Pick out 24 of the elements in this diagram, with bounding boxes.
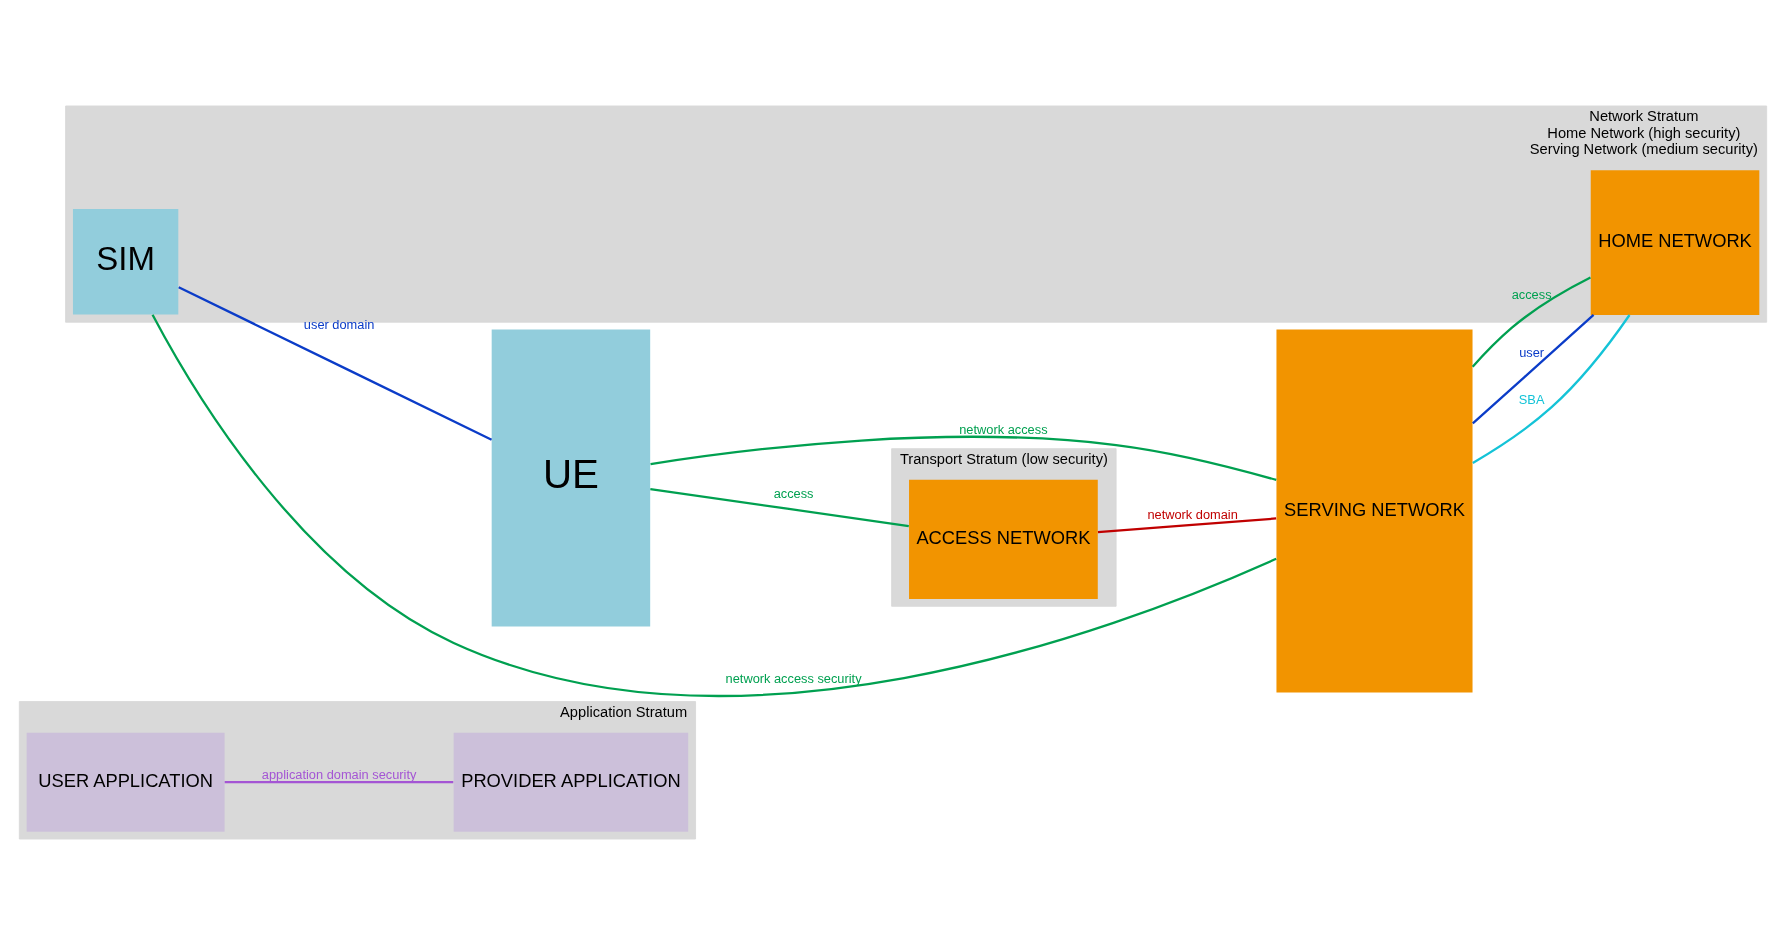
connector [224,781,454,784]
edge-label: access [1511,286,1552,302]
edge-label: application domain security [261,766,417,782]
edge-label: SBA [1518,391,1545,407]
connector [178,286,493,441]
node-box: UE [491,329,651,627]
connector [151,314,1277,697]
node-box: ACCESS NETWORK [909,479,1098,599]
node-box: HOME NETWORK [1590,170,1760,315]
node-box: SERVING NETWORK [1276,329,1473,693]
edge-label: network access [959,422,1048,438]
node-box: PROVIDER APPLICATION [453,732,689,832]
edge-label: user [1519,345,1545,361]
edge-label: network domain [1147,506,1238,522]
connector [1097,517,1277,534]
edge-label: access [773,486,814,502]
connector [1471,276,1591,368]
connector [1472,314,1631,464]
connector [650,435,1277,481]
connector [1472,314,1595,425]
edge-label: network access security [725,670,862,686]
node-box: SIM [72,209,179,315]
connector [650,488,909,528]
node-box: USER APPLICATION [26,732,225,832]
